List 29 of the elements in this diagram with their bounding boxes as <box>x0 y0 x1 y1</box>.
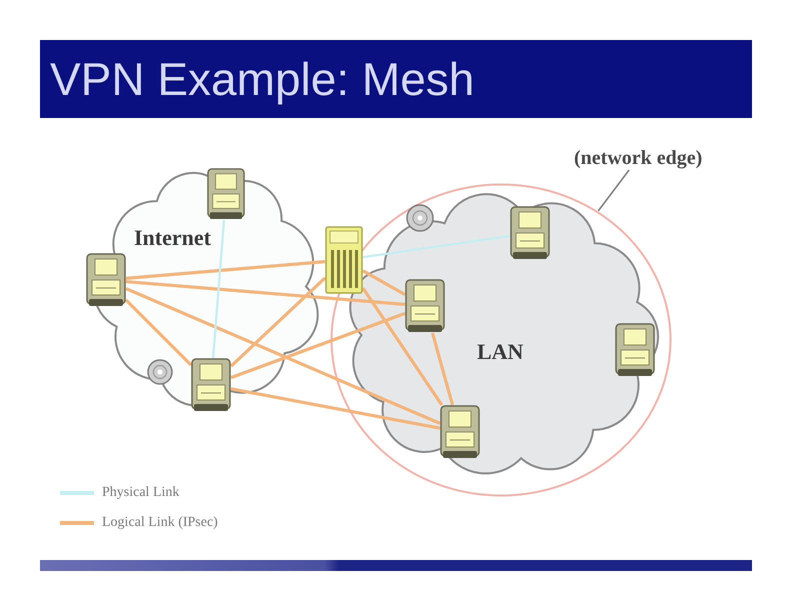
link-line <box>126 280 406 306</box>
link-line <box>230 312 406 380</box>
link-line <box>362 287 444 406</box>
router-icon <box>147 359 173 385</box>
computer-icon <box>207 168 245 220</box>
cloud-label: LAN <box>477 340 524 364</box>
link-line <box>126 260 326 280</box>
computer-icon <box>86 253 126 307</box>
computer-icon <box>510 206 550 260</box>
cloud-label: Internet <box>134 226 211 250</box>
legend-label: Logical Link (IPsec) <box>102 514 218 532</box>
slide-title: VPN Example: Mesh <box>50 54 474 104</box>
legend-label: Physical Link <box>102 484 180 502</box>
link-line <box>125 287 441 425</box>
link-line <box>212 220 226 358</box>
link-line <box>230 387 440 430</box>
callout-text: (network edge) <box>574 146 702 170</box>
router-icon <box>406 204 434 232</box>
leader-line <box>598 170 630 212</box>
computer-icon <box>440 405 480 459</box>
link-line <box>230 276 326 368</box>
link-line <box>362 269 406 296</box>
link-line <box>430 332 454 406</box>
link-line <box>362 234 510 258</box>
computer-icon <box>615 323 655 377</box>
server-icon <box>325 226 363 294</box>
link-line <box>124 298 192 366</box>
computer-icon <box>405 279 445 333</box>
computer-icon <box>191 358 231 412</box>
